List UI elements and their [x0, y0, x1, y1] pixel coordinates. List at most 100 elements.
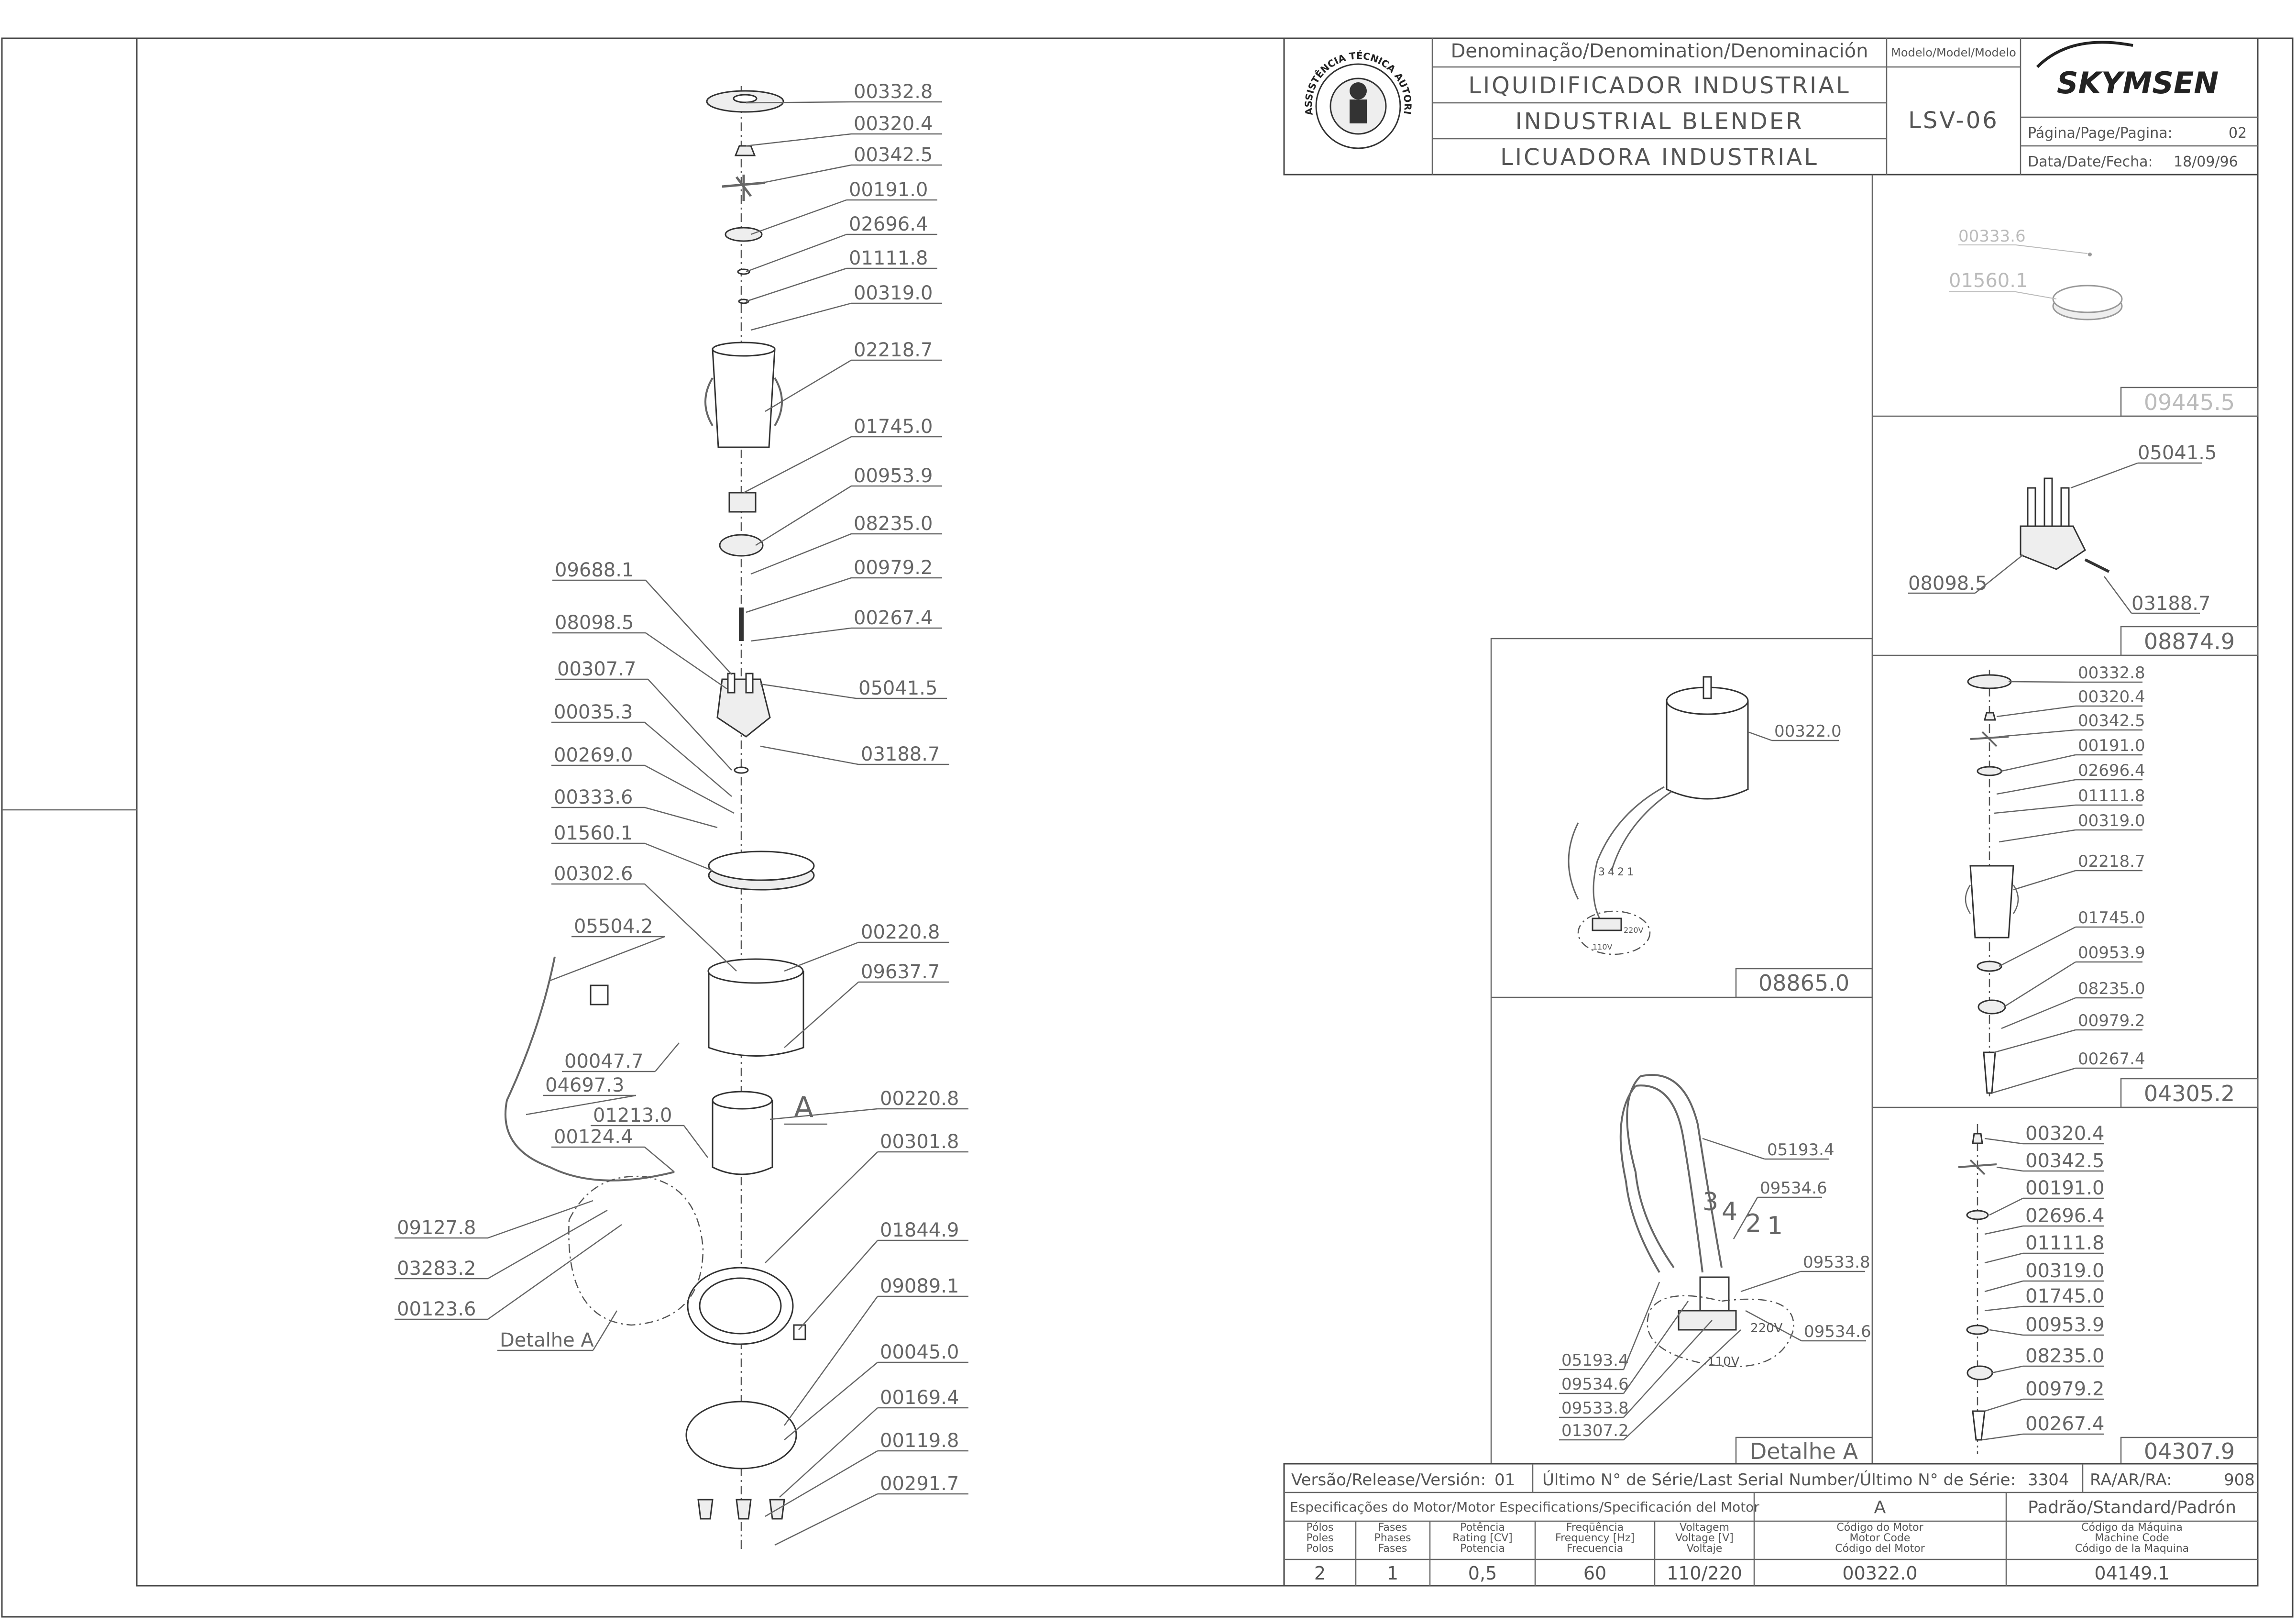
coupling-part: [728, 492, 757, 513]
callout-00332-8: 00332.8: [854, 81, 933, 103]
p08865-wire-1: 1: [1627, 866, 1634, 878]
callout-00342-5: 00342.5: [854, 144, 933, 166]
footer-value-6: 04149.1: [2094, 1563, 2169, 1584]
callout-left-00047-7: 00047.7: [564, 1050, 643, 1072]
callout-left-09127-8: 09127.8: [397, 1217, 476, 1239]
p04305-callout-10: 08235.0: [2078, 979, 2145, 998]
callout-00319-0: 00319.0: [854, 282, 933, 304]
panel-09445-drawing: [2052, 253, 2123, 320]
p04305-callout-3: 00191.0: [2078, 736, 2145, 755]
page-value: 02: [2229, 125, 2247, 142]
footer-value-5: 00322.0: [1842, 1563, 1917, 1584]
detalhe-right-callout-2: 09533.8: [1803, 1253, 1870, 1272]
p04305-callout-0: 00332.8: [2078, 663, 2145, 683]
footer-header-1-0: Fases: [1378, 1522, 1407, 1534]
panel-code-09445: 09445.5: [2144, 389, 2235, 415]
footer-header-0-1: Poles: [1306, 1532, 1333, 1544]
p04307-callout-7: 00953.9: [2025, 1314, 2104, 1336]
callout-left-04697-3: 04697.3: [545, 1074, 624, 1096]
callout-00320-4: 00320.4: [854, 113, 933, 135]
callout-00301-8: 00301.8: [880, 1131, 959, 1153]
p08874-label-05041: 05041.5: [2138, 442, 2217, 464]
panel-04307-callouts: 00320.400342.500191.002696.401111.800319…: [1982, 1123, 2104, 1441]
p04305-callout-9: 00953.9: [2078, 943, 2145, 962]
p08865-wire-4: 4: [1608, 866, 1615, 878]
p04305-callout-7: 02218.7: [2078, 852, 2145, 871]
p08865-wire-3: 3: [1598, 866, 1605, 878]
p04307-callout-5: 00319.0: [2025, 1260, 2104, 1282]
callout-00191-0: 00191.0: [849, 179, 928, 201]
callout-01745-0: 01745.0: [854, 416, 933, 438]
p04307-callout-1: 00342.5: [2025, 1150, 2104, 1172]
cap-part: [734, 145, 756, 156]
callout-02696-4: 02696.4: [849, 213, 928, 235]
footer-header-2-0: Potência: [1460, 1522, 1505, 1534]
detalhe-wire-4: 4: [1722, 1197, 1737, 1226]
callout-01844-9: 01844.9: [880, 1219, 959, 1241]
p04305-callout-8: 01745.0: [2078, 908, 2145, 928]
brand-logo: SKYMSEN: [2057, 66, 2219, 100]
panel-04307-drawing: [1958, 1124, 1997, 1454]
callout-00953-9: 00953.9: [854, 465, 933, 487]
detalhe-left-callout-3: 01307.2: [1561, 1421, 1629, 1440]
page-label: Página/Page/Pagina:: [2028, 125, 2173, 142]
assistencia-tecnica-seal: ASSISTÊNCIA TÉCNICA AUTORIZADA: [0, 0, 1414, 149]
callout-left-00333-6: 00333.6: [554, 786, 633, 808]
p09445-label-01560: 01560.1: [1949, 270, 2028, 292]
panel-code-08865: 08865.0: [1758, 970, 1849, 996]
callout-left-08098-5: 08098.5: [555, 612, 634, 634]
detalhe-wire-2: 2: [1746, 1209, 1761, 1238]
p09445-label-00333: 00333.6: [1958, 227, 2026, 246]
footer-header-1-1: Phases: [1374, 1532, 1411, 1544]
feet-plate-part: [685, 1401, 797, 1469]
panel-04305-callouts: 00332.800320.400342.500191.002696.401111…: [1991, 663, 2145, 1094]
p04307-callout-3: 02696.4: [2025, 1205, 2104, 1227]
callout-left-01213-0: 01213.0: [593, 1105, 672, 1127]
base-cylinder-part: [708, 971, 804, 1057]
p04307-callout-4: 01111.8: [2025, 1232, 2104, 1254]
date-value: 18/09/96: [2174, 154, 2238, 170]
callout-02218-7: 02218.7: [854, 339, 933, 361]
version-label: Versão/Release/Versión:: [1291, 1470, 1486, 1490]
callout-00169-4: 00169.4: [880, 1387, 959, 1409]
skymsen-logo: SKYMSEN: [2036, 41, 2219, 100]
footer-header-1-2: Fases: [1378, 1543, 1407, 1555]
panel-code-04305: 04305.2: [2144, 1081, 2235, 1106]
drawing-frame: [136, 37, 2259, 1587]
callout-08235-0: 08235.0: [854, 513, 933, 535]
panel-detalhe-drawing: [1619, 1074, 1794, 1368]
footer-header-0-2: Polos: [1307, 1543, 1334, 1555]
footer-header-0-0: Pólos: [1307, 1522, 1334, 1534]
callout-left-03283-2: 03283.2: [397, 1258, 476, 1280]
callout-00119-8: 00119.8: [880, 1430, 959, 1452]
cup-part: [712, 348, 776, 448]
title-block: ASSISTÊNCIA TÉCNICA AUTORIZADA Denominaç…: [0, 0, 2259, 176]
shaft-housing-part: [716, 678, 771, 738]
panel-code-detalhe: Detalhe A: [1750, 1438, 1858, 1464]
detalhe-left-callout-0: 05193.4: [1561, 1351, 1629, 1370]
p04307-callout-10: 00267.4: [2025, 1413, 2104, 1435]
callout-left-05504-2: 05504.2: [574, 916, 653, 938]
p04305-callout-12: 00267.4: [2078, 1050, 2145, 1069]
panel-04305-drawing: [1965, 670, 2019, 1100]
callout-01111-8: 01111.8: [849, 247, 928, 269]
p04307-callout-6: 01745.0: [2025, 1285, 2104, 1307]
detalhe-wire-1: 1: [1767, 1212, 1783, 1240]
p08865-110v: 110V: [1593, 942, 1613, 951]
detalhe-right-callout-3: 09534.6: [1804, 1322, 1871, 1341]
label-sticker: [590, 984, 609, 1005]
callout-05041-5: 05041.5: [858, 677, 937, 699]
callout-00267-4: 00267.4: [854, 607, 933, 629]
footer-header-6-2: Código de la Maquina: [2075, 1543, 2189, 1555]
panel-code-08874: 08874.9: [2144, 629, 2235, 654]
ra-label: RA/AR/RA:: [2090, 1470, 2172, 1490]
callout-left-09688-1: 09688.1: [555, 559, 634, 581]
p04305-callout-5: 01111.8: [2078, 786, 2145, 806]
denomination-header: Denominação/Denomination/Denominación: [1450, 40, 1868, 62]
p08865-wire-2: 2: [1617, 866, 1624, 878]
callout-left-00269-0: 00269.0: [554, 744, 633, 766]
detalhe-left-callout-1: 09534.6: [1561, 1375, 1629, 1394]
callout-left-00035-3: 00035.3: [554, 701, 633, 723]
